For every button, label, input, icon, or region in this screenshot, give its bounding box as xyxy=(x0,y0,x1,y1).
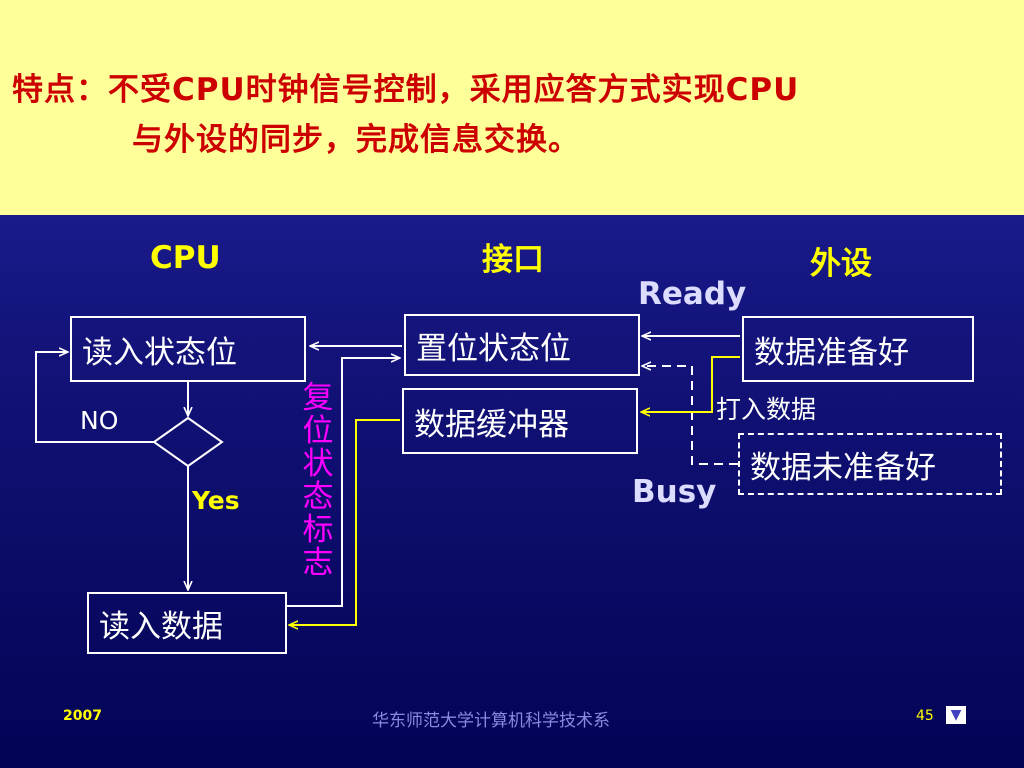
title-line-2: 与外设的同步，完成信息交换。 xyxy=(132,122,580,158)
read-status-box: 读入状态位 xyxy=(70,316,306,382)
peripheral-column-label: 外设 xyxy=(810,246,872,282)
set-status-box: 置位状态位 xyxy=(404,314,640,376)
flow-fill-data xyxy=(641,356,740,412)
busy-signal-label: Busy xyxy=(632,474,717,510)
flow-reset-flag xyxy=(287,358,400,607)
flow-buffer-to-read-data xyxy=(289,419,400,625)
title-line-1: 特点：不受CPU时钟信号控制，采用应答方式实现CPU xyxy=(12,72,800,108)
flow-busy-dashed xyxy=(642,366,738,465)
cpu-column-label: CPU xyxy=(150,240,221,276)
header-panel: 特点：不受CPU时钟信号控制，采用应答方式实现CPU 与外设的同步，完成信息交换… xyxy=(0,0,1024,215)
data-ready-box: 数据准备好 xyxy=(742,316,974,382)
next-slide-arrow-icon[interactable]: ▼ xyxy=(946,706,966,724)
yes-label: Yes xyxy=(192,486,240,515)
decision-diamond xyxy=(152,416,224,468)
footer-organization: 华东师范大学计算机科学技术系 xyxy=(372,711,610,731)
data-buffer-box: 数据缓冲器 xyxy=(402,388,638,454)
footer-year: 2007 xyxy=(63,708,102,724)
interface-column-label: 接口 xyxy=(482,242,544,278)
fill-data-label: 打入数据 xyxy=(716,395,817,424)
flow-no-loop xyxy=(35,352,154,443)
read-data-box: 读入数据 xyxy=(87,592,287,654)
reset-flag-label: 复位状态标志 xyxy=(302,380,334,581)
ready-signal-label: Ready xyxy=(638,276,747,312)
no-label: NO xyxy=(80,406,119,435)
data-not-ready-box: 数据未准备好 xyxy=(738,433,1002,495)
page-number: 45 xyxy=(916,708,934,724)
